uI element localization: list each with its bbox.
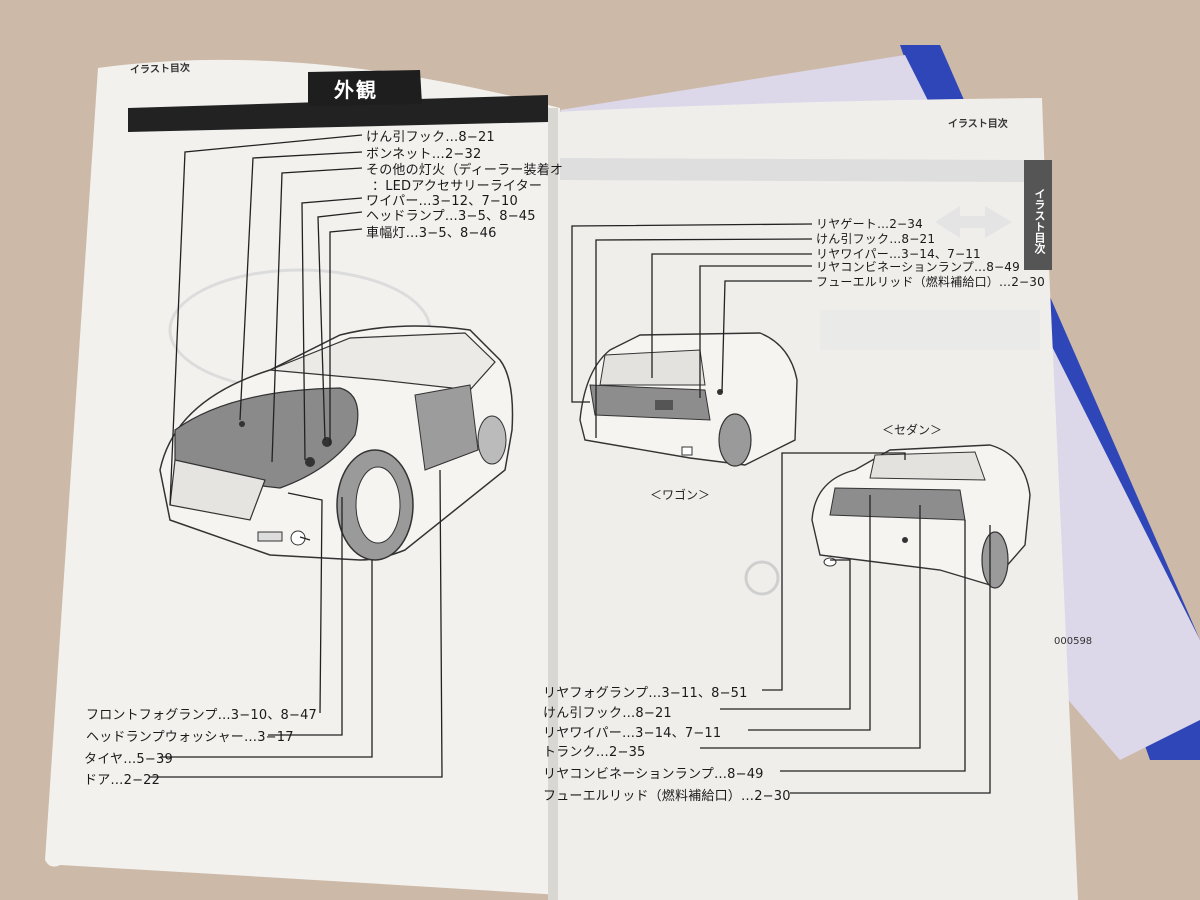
page-gutter: [548, 108, 558, 900]
label-side-marker: 車幅灯…3−5、8−46: [366, 226, 497, 241]
label-rear-combination-wagon: リヤコンビネーションランプ…8−49: [816, 260, 1020, 274]
label-trunk: トランク…2−35: [543, 745, 646, 760]
label-tow-hook-sedan: けん引フック…8−21: [543, 706, 672, 721]
label-fuel-lid-sedan: フューエルリッド（燃料補給口）…2−30: [543, 789, 791, 804]
label-headlamp: ヘッドランプ…3−5、8−45: [366, 209, 536, 224]
right-page: [553, 98, 1078, 900]
sedan-caption: ＜セダン＞: [882, 423, 943, 437]
sedan-illustration: [811, 444, 1031, 589]
label-tow-hook-front: けん引フック…8−21: [366, 130, 495, 145]
label-led-accessory: ：LEDアクセサリーライター: [372, 179, 543, 194]
wagon-caption: ＜ワゴン＞: [650, 488, 711, 502]
label-wiper-front: ワイパー…3−12、7−10: [366, 194, 518, 209]
front-car-illustration: [159, 325, 514, 561]
label-fuel-lid-wagon: フューエルリッド（燃料補給口）…2−30: [816, 275, 1045, 289]
label-front-fog: フロントフォグランプ…3−10、8−47: [86, 708, 318, 723]
right-page-header: イラスト目次: [948, 119, 1008, 130]
doc-number: 000598: [1054, 636, 1093, 647]
leader-lines-left: [150, 134, 443, 778]
label-rear-wiper-wagon: リヤワイパー…3−14、7−11: [816, 247, 981, 261]
nav-arrows: [935, 206, 1012, 238]
label-headlamp-washer: ヘッドランプウォッシャー…3−17: [86, 730, 294, 745]
left-page-header: イラスト目次: [129, 62, 191, 77]
label-tow-hook-wagon: けん引フック…8−21: [816, 232, 936, 246]
label-rear-gate: リヤゲート…2−34: [816, 217, 923, 231]
page-title: 外観: [334, 78, 378, 102]
label-bonnet: ボンネット…2−32: [366, 147, 482, 162]
side-tab-label: イラスト目次: [1033, 188, 1046, 254]
side-tab: [1024, 160, 1052, 270]
label-rear-combination-sedan: リヤコンビネーションランプ…8−49: [543, 767, 764, 782]
label-rear-fog: リヤフォグランプ…3−11、8−51: [543, 686, 748, 701]
label-door: ドア…2−22: [84, 773, 161, 788]
label-tire: タイヤ…5−39: [84, 752, 173, 767]
leader-lines-wagon: [571, 223, 813, 438]
label-rear-wiper-sedan: リヤワイパー…3−14、7−11: [543, 726, 722, 741]
ghost-circle: [744, 560, 780, 596]
title-box: [308, 70, 422, 106]
wagon-illustration: [579, 332, 798, 467]
label-other-lights: その他の灯火（ディーラー装着オ: [366, 163, 564, 178]
leader-lines-sedan: [700, 452, 991, 794]
ghost-box: [820, 310, 1040, 350]
title-bar: [128, 95, 548, 132]
right-gray-strip: [560, 158, 1026, 182]
